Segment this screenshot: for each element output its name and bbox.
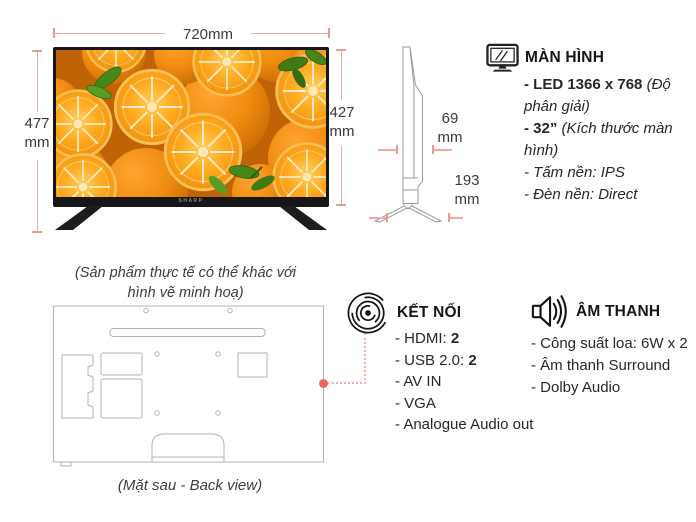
screen-spec-list: - LED 1366 x 768 (Độ phân giải) - 32” (K…	[524, 74, 696, 206]
list-item: - Đèn nền: Direct	[524, 186, 638, 203]
dimension-line	[37, 160, 38, 232]
section-screen-header: MÀN HÌNH	[486, 43, 694, 73]
dimension-line	[378, 149, 397, 151]
list-item: - USB 2.0: 2	[395, 351, 477, 369]
list-item: - Tấm nền: IPS	[524, 164, 625, 181]
disclaimer-note: (Sản phẩm thực tế có thể khác với hình v…	[74, 265, 297, 301]
list-item: - HDMI: 2	[395, 330, 460, 347]
dim-height-left-label: 477 mm	[14, 114, 60, 152]
dimension-line	[369, 217, 387, 219]
dimension-line	[448, 217, 463, 219]
dim-height-right-label: 427 mm	[320, 103, 364, 141]
section-audio-header: ÂM THANH	[531, 293, 696, 330]
dim-width-label: 720mm	[182, 26, 234, 43]
speaker-icon	[531, 295, 567, 328]
dim-unit: mm	[437, 129, 463, 146]
section-title: MÀN HÌNH	[525, 49, 605, 66]
dimension-tick	[448, 213, 450, 222]
tv-brand-logo: SHARP	[178, 198, 204, 204]
connector-line	[364, 333, 366, 384]
tv-screen-image	[56, 50, 326, 197]
list-item: - LED 1366 x 768 (Độ phân giải)	[524, 76, 671, 115]
section-connectivity-header: KẾT NỐI	[347, 292, 537, 334]
dimension-line	[53, 33, 165, 34]
dimension-tick	[386, 213, 388, 222]
dimension-tick	[396, 145, 398, 154]
list-item: - VGA	[395, 394, 436, 412]
leaves	[86, 50, 326, 195]
dim-value: 193	[454, 172, 480, 189]
monitor-icon	[486, 43, 519, 72]
section-screen: MÀN HÌNH - LED 1366 x 768 (Độ phân giải)…	[486, 43, 694, 206]
dim-value: 427	[329, 104, 355, 121]
dim-stand-depth-label: 193 mm	[447, 171, 487, 209]
dimension-tick	[53, 28, 55, 38]
dimension-tick	[32, 50, 42, 52]
connectivity-icon	[347, 292, 389, 334]
audio-spec-list: - Công suất loa: 6W x 2 - Âm thanh Surro…	[531, 333, 696, 399]
list-item: - AV IN	[395, 373, 442, 390]
connector-dot	[319, 379, 328, 388]
dim-value: 69	[441, 110, 459, 127]
dimension-line	[432, 149, 452, 151]
dimension-tick	[336, 204, 346, 206]
dim-depth-label: 69 mm	[432, 109, 468, 147]
list-item: - Analogue Audio out	[395, 416, 534, 433]
dim-unit: mm	[329, 123, 355, 140]
list-item: - Công suất loa: 6W x 2	[531, 335, 688, 352]
dim-unit: mm	[24, 134, 50, 151]
tv-front-view: SHARP	[53, 47, 329, 207]
dimension-tick	[32, 231, 42, 233]
dimension-tick	[328, 28, 330, 38]
section-audio: ÂM THANH - Công suất loa: 6W x 2 - Âm th…	[531, 293, 696, 399]
section-title: KẾT NỐI	[397, 304, 462, 321]
tv-legs	[55, 206, 327, 230]
dimension-line	[341, 146, 342, 205]
back-view-caption: (Mặt sau - Back view)	[117, 477, 263, 494]
list-item: - Âm thanh Surround	[531, 357, 671, 374]
dimension-tick	[336, 49, 346, 51]
tv-side-view	[373, 46, 443, 223]
dimension-line	[341, 49, 342, 100]
tv-back-view	[53, 305, 324, 467]
dim-unit: mm	[454, 191, 480, 208]
list-item: - Dolby Audio	[531, 379, 621, 396]
dimension-line	[37, 50, 38, 112]
dim-value: 477	[24, 115, 50, 132]
list-item: - 32” (Kích thước màn hình)	[524, 120, 673, 159]
connectivity-spec-list: - HDMI: 2 - USB 2.0: 2 - AV IN - VGA - A…	[395, 328, 537, 436]
section-connectivity: KẾT NỐI - HDMI: 2 - USB 2.0: 2 - AV IN -…	[347, 292, 537, 436]
connector-line	[327, 382, 366, 384]
dimension-tick	[432, 145, 434, 154]
dimension-line	[251, 33, 329, 34]
section-title: ÂM THANH	[576, 302, 661, 320]
